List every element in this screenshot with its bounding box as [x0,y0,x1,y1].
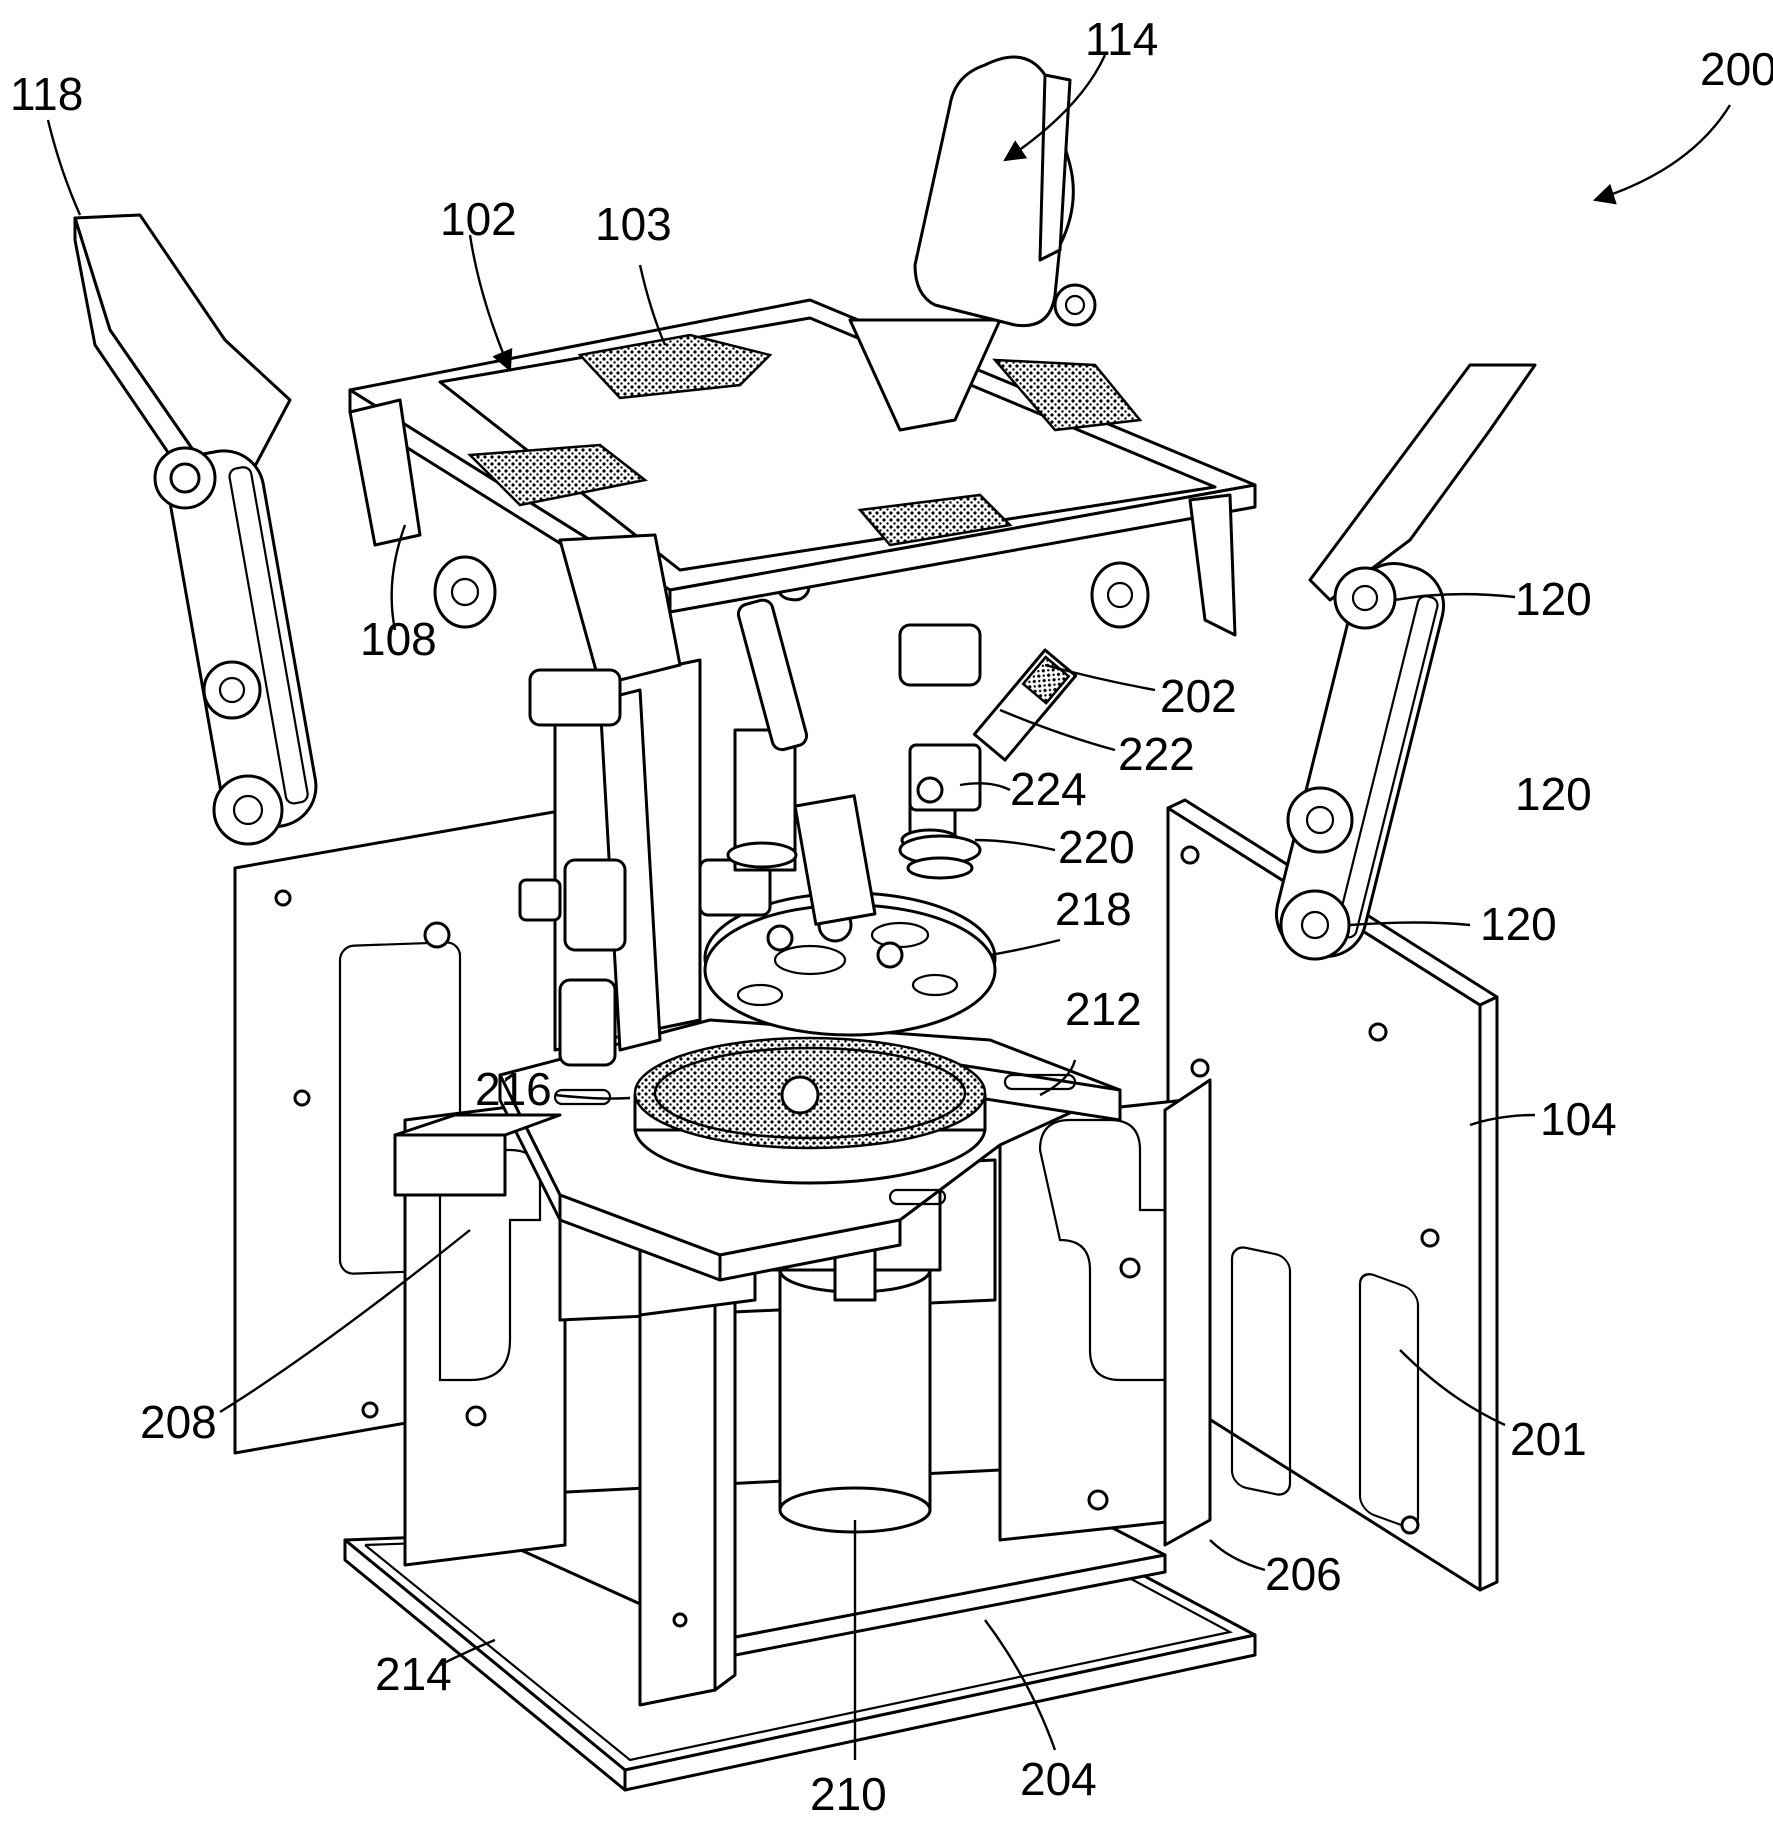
ref-114: 114 [1085,13,1158,65]
ref-120-middle: 120 [1515,768,1592,820]
linkage-column [518,458,960,1067]
side-pins [433,555,1150,727]
ref-214: 214 [375,1648,452,1700]
ref-102: 102 [440,193,517,245]
ref-224: 224 [1010,763,1087,815]
ref-222: 222 [1118,728,1195,780]
ref-120-bottom: 120 [1480,898,1557,950]
ref-206: 206 [1265,1548,1342,1600]
ref-201: 201 [1510,1413,1587,1465]
ref-108: 108 [360,613,437,665]
ref-208: 208 [140,1396,217,1448]
turntable [633,1036,987,1185]
ref-104: 104 [1540,1093,1617,1145]
arm-114 [913,55,1097,328]
upper-disk [703,891,997,1037]
ref-103: 103 [595,198,672,250]
ref-120-top: 120 [1515,573,1592,625]
ref-118: 118 [10,68,83,120]
reference-numerals: 200 118 114 102 103 108 120 120 120 202 … [10,13,1773,1820]
ref-202: 202 [1160,670,1237,722]
top-frame [348,298,1257,687]
leader-lines [46,54,1732,1760]
ref-204: 204 [1020,1753,1097,1805]
ref-200: 200 [1700,43,1773,95]
ref-218: 218 [1055,883,1132,935]
ref-216: 216 [475,1063,552,1115]
arm-118 [73,213,318,846]
ref-220: 220 [1058,821,1135,873]
rod-end-assembly [898,648,1078,880]
arm-120 [1274,363,1537,961]
ref-212: 212 [1065,983,1142,1035]
ref-210: 210 [810,1768,887,1820]
